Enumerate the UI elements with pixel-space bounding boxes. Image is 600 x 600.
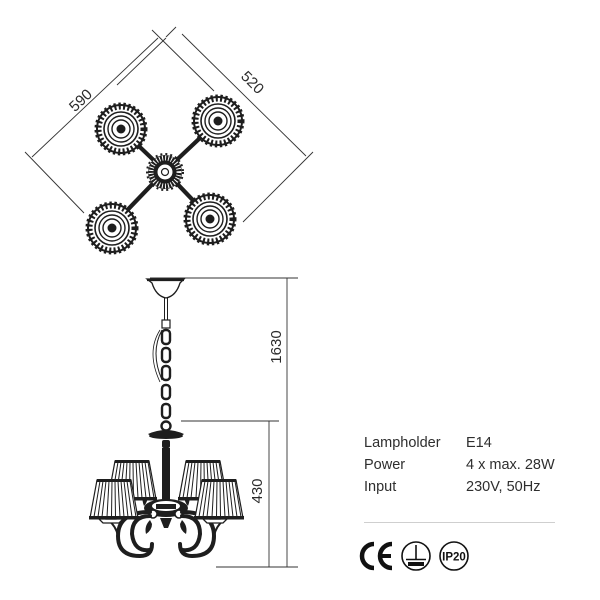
specifications-table: Lampholder E14 Power 4 x max. 28W Input … — [364, 432, 564, 498]
spec-value: 230V, 50Hz — [466, 479, 541, 495]
top-view-dimensions — [24, 26, 314, 223]
spec-label: Input — [364, 479, 397, 495]
spec-value: 4 x max. 28W — [466, 457, 555, 473]
spec-row-input: Input 230V, 50Hz — [364, 476, 564, 498]
side-view-shade — [193, 478, 245, 521]
top-view-lamp — [186, 195, 234, 243]
svg-text:IP20: IP20 — [442, 552, 466, 564]
spec-label: Lampholder — [364, 435, 441, 451]
spec-value: E14 — [466, 435, 492, 451]
side-view-canopy — [145, 278, 186, 299]
divider — [364, 522, 555, 523]
dimension-590-label: 590 — [66, 86, 96, 116]
certification-marks: IP20 — [358, 540, 470, 572]
side-view-shade — [88, 478, 140, 521]
protective-earth-icon — [401, 541, 431, 571]
dimension-430-label: 430 — [249, 478, 266, 503]
top-view-center-rosette — [146, 153, 184, 191]
ip-rating-icon: IP20 — [439, 541, 469, 571]
spec-label: Power — [364, 457, 406, 473]
top-view-lamp — [97, 105, 145, 153]
spec-row-lampholder: Lampholder E14 — [364, 432, 564, 454]
side-view-dimensions — [150, 277, 298, 568]
top-view-lamp — [88, 204, 136, 252]
dimension-1630-label: 1630 — [268, 330, 285, 363]
ce-mark-icon — [359, 541, 393, 571]
top-view-lamp — [194, 97, 242, 145]
spec-row-power: Power 4 x max. 28W — [364, 454, 564, 476]
side-view-chain — [152, 297, 172, 432]
side-view-body — [142, 430, 190, 534]
